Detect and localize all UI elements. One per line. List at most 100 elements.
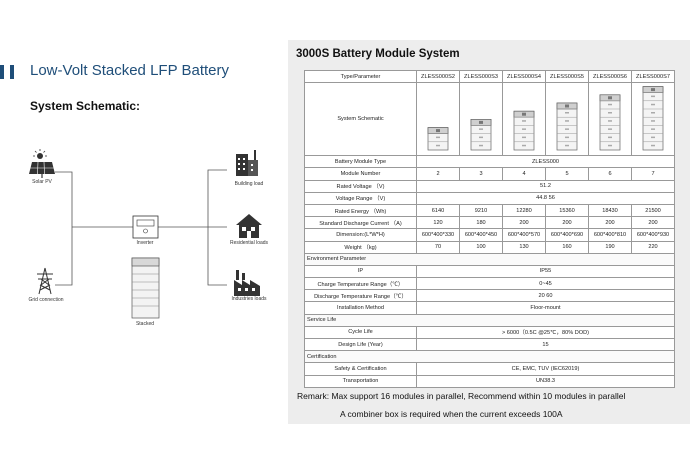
cell: 600*400*810 — [588, 228, 632, 242]
title-accent-bar-right — [10, 65, 14, 79]
module-indicator — [479, 128, 483, 131]
stack-handle — [565, 104, 569, 108]
cell: 200 — [545, 216, 589, 230]
row-value: 44.8 56 — [416, 191, 675, 205]
section-header: Service Life — [304, 313, 675, 327]
solar-panel-icon — [29, 149, 55, 178]
table-row: IP IP55 — [304, 264, 675, 279]
table-row: Certification — [304, 350, 675, 364]
stack-diagram — [545, 82, 589, 157]
row-label: Standard Discharge Current （A) — [304, 216, 417, 230]
cell: 100 — [459, 240, 503, 254]
module-indicator — [522, 128, 526, 131]
header-label: Type/Parameter — [304, 69, 417, 84]
stack-handle — [436, 129, 440, 133]
model-header: ZLESS000S2 — [416, 69, 460, 84]
row-label: Battery Module Type — [304, 155, 417, 169]
table-row: Discharge Temperature Range（℃） 20 60 — [304, 289, 675, 303]
section-header: Environment Parameter — [304, 252, 675, 266]
table-row: Module Number 2 3 4 5 6 7 — [304, 167, 675, 181]
row-label: Rated Energy （Wh) — [304, 203, 417, 218]
row-label: Module Number — [304, 167, 417, 181]
row-label: Voltage Range （V) — [304, 191, 417, 205]
row-label: Dimension:(L*W*H) — [304, 228, 417, 242]
battery-stack-icon — [427, 127, 449, 151]
cell: 70 — [416, 240, 460, 254]
title-accent-bar-left — [0, 65, 4, 79]
row-label: Installation Method — [304, 301, 417, 315]
cell: 120 — [416, 216, 460, 230]
row-value: Floor-mount — [416, 301, 675, 315]
row-value: CE, EMC, TUV (IEC62019) — [416, 362, 675, 376]
stack-diagram — [459, 82, 503, 157]
cell: 6140 — [416, 203, 460, 218]
row-label: Transportation — [304, 374, 417, 388]
table-row: Installation Method Floor-mount — [304, 301, 675, 315]
battery-stack-icon — [642, 86, 664, 151]
module-indicator — [608, 112, 612, 114]
module-indicator — [651, 144, 655, 147]
module-indicator — [565, 128, 569, 131]
row-label: Discharge Temperature Range（℃） — [304, 289, 417, 303]
module-indicator — [565, 120, 569, 122]
factory-icon — [234, 270, 260, 296]
system-schematic — [29, 149, 262, 319]
table-row: Service Life — [304, 313, 675, 327]
model-header: ZLESS000S3 — [459, 69, 503, 84]
cell: 130 — [502, 240, 546, 254]
module-indicator — [608, 136, 612, 139]
battery-stack-icon — [131, 257, 160, 319]
spec-panel-title: 3000S Battery Module System — [296, 48, 460, 60]
row-value: 15 — [416, 337, 675, 352]
schematic-heading: System Schematic: — [30, 99, 141, 113]
table-row: Safety & Certification CE, EMC, TUV (IEC… — [304, 362, 675, 376]
module-indicator — [651, 128, 655, 131]
cell: 5 — [545, 167, 589, 181]
remark-combiner: A combiner box is required when the curr… — [340, 409, 563, 419]
table-row: Standard Discharge Current （A) 120 180 2… — [304, 216, 675, 230]
module-indicator — [479, 136, 483, 139]
cell: 12280 — [502, 203, 546, 218]
module-indicator — [651, 103, 655, 106]
row-label: Charge Temperature Range（℃） — [304, 277, 417, 291]
stack-diagram — [631, 82, 675, 157]
cell: 600*400*330 — [416, 228, 460, 242]
module-indicator — [651, 120, 655, 122]
table-row: Environment Parameter — [304, 252, 675, 266]
row-label: System Schematic — [304, 82, 417, 157]
table-row: Dimension:(L*W*H) 600*400*330 600*400*45… — [304, 228, 675, 242]
cell: 18430 — [588, 203, 632, 218]
row-label: IP — [304, 264, 417, 279]
module-indicator — [436, 136, 440, 139]
row-label: Weight （kg) — [304, 240, 417, 254]
module-indicator — [608, 120, 612, 122]
cell: 15360 — [545, 203, 589, 218]
cell: 21500 — [631, 203, 675, 218]
module-indicator — [651, 112, 655, 114]
cell: 180 — [459, 216, 503, 230]
power-tower-icon — [37, 267, 53, 295]
row-value: UN38.3 — [416, 374, 675, 388]
row-value: ZLESS000 — [416, 155, 675, 169]
spec-table: Type/Parameter ZLESS000S2 ZLESS000S3 ZLE… — [304, 69, 675, 388]
module-indicator — [565, 144, 569, 147]
remark-parallel: Remark: Max support 16 modules in parall… — [297, 391, 626, 401]
stack-handle — [608, 96, 612, 100]
section-header: Certification — [304, 350, 675, 364]
stack-diagram — [588, 82, 632, 157]
table-row: Rated Voltage （V) 51.2 — [304, 179, 675, 193]
module-indicator — [522, 136, 526, 139]
building-icon — [236, 150, 258, 176]
module-indicator — [565, 136, 569, 139]
cell: 2 — [416, 167, 460, 181]
table-row: Voltage Range （V) 44.8 56 — [304, 191, 675, 205]
model-header: ZLESS000S5 — [545, 69, 589, 84]
cell: 600*400*930 — [631, 228, 675, 242]
building-load-label: Building load — [234, 181, 264, 187]
module-indicator — [522, 144, 526, 147]
module-indicator — [651, 136, 655, 139]
row-value: IP55 — [416, 264, 675, 279]
stack-handle — [479, 121, 483, 125]
cell: 7 — [631, 167, 675, 181]
cell: 160 — [545, 240, 589, 254]
